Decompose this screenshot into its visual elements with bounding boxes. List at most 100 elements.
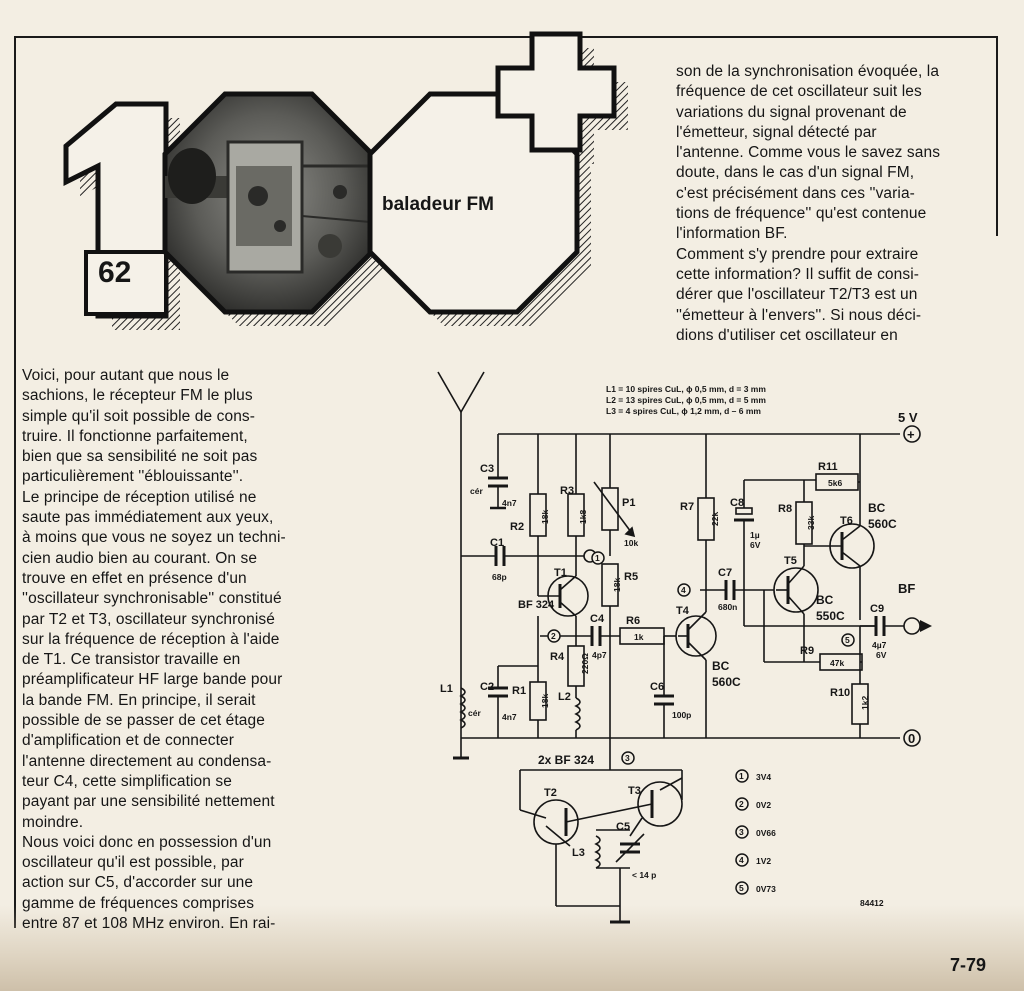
tp1-marker: 1 <box>595 553 600 563</box>
circuit-schematic: L1 = 10 spires CuL, ϕ 0,5 mm, d = 3 mm L… <box>437 371 932 924</box>
text-line: par T2 et T3, oscillateur synchronisé <box>22 610 275 628</box>
label-r10-value: 1k2 <box>860 696 870 710</box>
label-c3-value: 4n7 <box>502 498 517 508</box>
text-line: Le principe de réception utilisé ne <box>22 488 257 506</box>
label-c1: C1 <box>490 537 504 549</box>
text-line: dérer que l'oscillateur T2/T3 est un <box>676 286 918 304</box>
label-t6: T6 <box>840 515 853 527</box>
label-r7-value: 22k <box>710 512 720 526</box>
legend-tp4-value: 1V2 <box>756 856 771 866</box>
text-line: cette information? Il suffit de consi- <box>676 265 920 283</box>
label-p1: P1 <box>622 497 635 509</box>
label-c8-value-2: 6V <box>750 540 761 550</box>
text-line: variations du signal provenant de <box>676 103 907 121</box>
text-line: moindre. <box>22 813 84 831</box>
label-r11: R11 <box>818 461 838 473</box>
label-t1: T1 <box>554 567 567 579</box>
text-line: possible de se passer de cet étage <box>22 712 265 730</box>
label-c5-value: < 14 p <box>632 870 656 880</box>
label-c6-value: 100p <box>672 710 691 720</box>
text-line: de T1. Ce transistor travaille en <box>22 651 241 669</box>
label-c3-type: cér <box>470 486 483 496</box>
tp3-marker: 3 <box>625 753 630 763</box>
label-r2-value: 18k <box>540 510 550 524</box>
legend-tp5-value: 0V73 <box>756 884 776 894</box>
label-c2-value: 4n7 <box>502 712 517 722</box>
series-logo <box>40 16 680 346</box>
legend-tp4-id: 4 <box>739 855 744 865</box>
label-l2: L2 <box>558 691 571 703</box>
text-line: payant par une sensibilité nettement <box>22 793 275 811</box>
coil-spec-l3: L3 = 4 spires CuL, ϕ 1,2 mm, d – 6 mm <box>606 406 761 416</box>
label-t1-type: BF 324 <box>518 599 555 611</box>
label-r8: R8 <box>778 503 792 515</box>
label-c9-value-1: 4µ7 <box>872 640 887 650</box>
label-r5-value: 18k <box>612 578 622 592</box>
label-c1-value: 68p <box>492 572 507 582</box>
bf-output-label: BF <box>898 581 915 596</box>
label-c8: C8 <box>730 497 744 509</box>
label-c4: C4 <box>590 613 605 625</box>
label-c7-value: 680n <box>718 602 737 612</box>
label-l1-type: cér <box>468 708 481 718</box>
paper-stain <box>0 905 1024 991</box>
text-line: Voici, pour autant que nous le <box>22 367 230 384</box>
text-line: l'antenne directement au condensa- <box>22 752 272 770</box>
text-line: cien audio bien au courant. On se <box>22 549 258 567</box>
tp4-marker: 4 <box>681 585 686 595</box>
text-line: l'information BF. <box>676 225 788 243</box>
text-line: préamplificateur HF large bande pour <box>22 671 283 689</box>
label-r4-value: 220Ω <box>580 653 590 674</box>
text-line: oscillateur qu'il est possible, par <box>22 854 244 872</box>
label-t2: T2 <box>544 787 557 799</box>
tp5-marker: 5 <box>845 635 850 645</box>
logo-graphic <box>63 31 628 330</box>
text-line: ''oscillateur synchronisable'' constitué <box>22 590 282 608</box>
label-c3: C3 <box>480 463 494 475</box>
text-line: gamme de fréquences comprises <box>22 894 255 912</box>
coil-spec-l2: L2 = 13 spires CuL, ϕ 0,5 mm, d = 5 mm <box>606 395 766 405</box>
text-line: la bande FM. En principe, il serait <box>22 691 256 709</box>
label-t4-type-1: BC <box>712 659 730 673</box>
text-line: doute, dans le cas d'un signal FM, <box>676 164 915 182</box>
label-t5-type-2: 550C <box>816 609 845 623</box>
label-r10: R10 <box>830 687 850 699</box>
label-r1-value: 18k <box>540 694 550 708</box>
text-line: tions de fréquence'' qu'est contenue <box>676 205 927 223</box>
text-line: particulièrement ''éblouissante''. <box>22 468 244 486</box>
text-line: l'antenne. Comme vous le savez sans <box>676 144 941 162</box>
plus-shape <box>495 31 617 153</box>
label-t6-type-1: BC <box>868 501 886 515</box>
left-text-column: Voici, pour autant que nous le sachions, … <box>22 366 342 934</box>
label-r7: R7 <box>680 501 694 513</box>
label-t5: T5 <box>784 555 797 567</box>
text-line: simple qu'il soit possible de cons- <box>22 407 256 425</box>
text-line: action sur C5, d'accorder sur une <box>22 874 254 892</box>
text-line: ''émetteur à l'envers''. Si nous déci- <box>676 306 922 324</box>
label-c6: C6 <box>650 681 664 693</box>
receiver-photo <box>165 140 371 274</box>
number-box <box>84 250 168 316</box>
label-l1: L1 <box>440 683 453 695</box>
label-r6-value: 1k <box>634 632 644 642</box>
label-c7: C7 <box>718 567 732 579</box>
label-c2: C2 <box>480 681 494 693</box>
label-r1: R1 <box>512 685 526 697</box>
text-line: sachions, le récepteur FM le plus <box>22 387 253 405</box>
label-r3: R3 <box>560 485 574 497</box>
label-r4: R4 <box>550 651 565 663</box>
text-line: fréquence de cet oscillateur suit les <box>676 83 922 101</box>
label-r9-value: 47k <box>830 658 844 668</box>
legend-tp2-id: 2 <box>739 799 744 809</box>
label-t4: T4 <box>676 605 690 617</box>
legend-tp2-value: 0V2 <box>756 800 771 810</box>
text-line: à moins que vous ne soyez un techni- <box>22 529 286 547</box>
label-r3-value: 1k8 <box>578 510 588 524</box>
figure-code: 84412 <box>860 898 884 908</box>
label-l3: L3 <box>572 847 585 859</box>
frame-right-rule <box>996 36 998 236</box>
label-r11-value: 5k6 <box>828 478 842 488</box>
frame-top-rule <box>14 36 998 38</box>
text-line: c'est précisément dans ces ''varia- <box>676 184 915 202</box>
text-line: son de la synchronisation évoquée, la <box>676 63 940 80</box>
